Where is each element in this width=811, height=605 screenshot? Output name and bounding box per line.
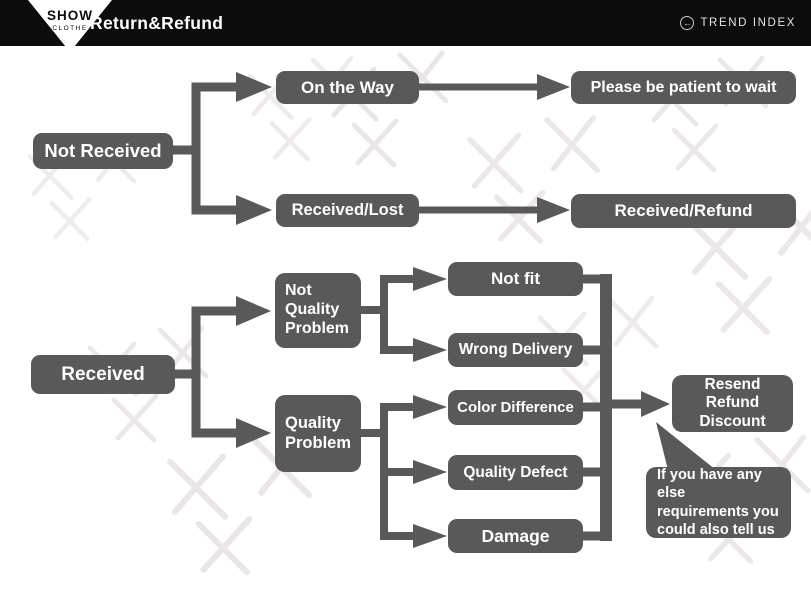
node-not-quality-problem: Not Quality Problem [275, 273, 361, 348]
logo-text-clothe: CLOTHE [52, 25, 87, 32]
page-title: Return&Refund [90, 13, 224, 33]
node-received-refund: Received/Refund [571, 194, 796, 228]
logo-text-show: SHOW [47, 8, 93, 23]
logo-triangle-icon [28, 0, 112, 52]
node-line: Not [285, 282, 312, 300]
node-line: Quality [285, 414, 341, 433]
node-not-fit: Not fit [448, 262, 583, 296]
node-line: Discount [699, 412, 766, 430]
node-quality-defect: Quality Defect [448, 455, 583, 490]
brand-logo: SHOW CLOTHE [28, 0, 112, 52]
bubble-line: could also tell us [657, 521, 775, 538]
node-wrong-delivery: Wrong Delivery [448, 333, 583, 367]
header-bar: Return&Refund [0, 0, 811, 46]
circled-left-arrow-icon: ← [680, 16, 695, 30]
node-received: Received [31, 355, 175, 394]
bubble-line: requirements you [657, 503, 779, 520]
node-received-lost: Received/Lost [276, 194, 419, 227]
node-quality-problem: Quality Problem [275, 395, 361, 472]
node-please-be-patient: Please be patient to wait [571, 71, 796, 104]
node-resend-refund-discount: Resend Refund Discount [672, 375, 793, 432]
node-on-the-way: On the Way [276, 71, 419, 104]
bubble-tail [656, 422, 716, 470]
node-line: Quality [285, 301, 340, 319]
node-line: Resend [704, 376, 761, 394]
node-not-received: Not Received [33, 133, 173, 169]
trend-index-label: TREND INDEX [700, 17, 796, 29]
trend-index: ← TREND INDEX [680, 0, 796, 46]
node-line: Refund [705, 394, 760, 412]
node-line: Problem [285, 319, 350, 337]
bubble-line: If you have any else [657, 467, 762, 502]
node-damage: Damage [448, 519, 583, 553]
node-line: Problem [285, 433, 352, 452]
speech-bubble-note: If you have any else requirements you co… [646, 467, 791, 538]
node-color-difference: Color Difference [448, 390, 583, 425]
